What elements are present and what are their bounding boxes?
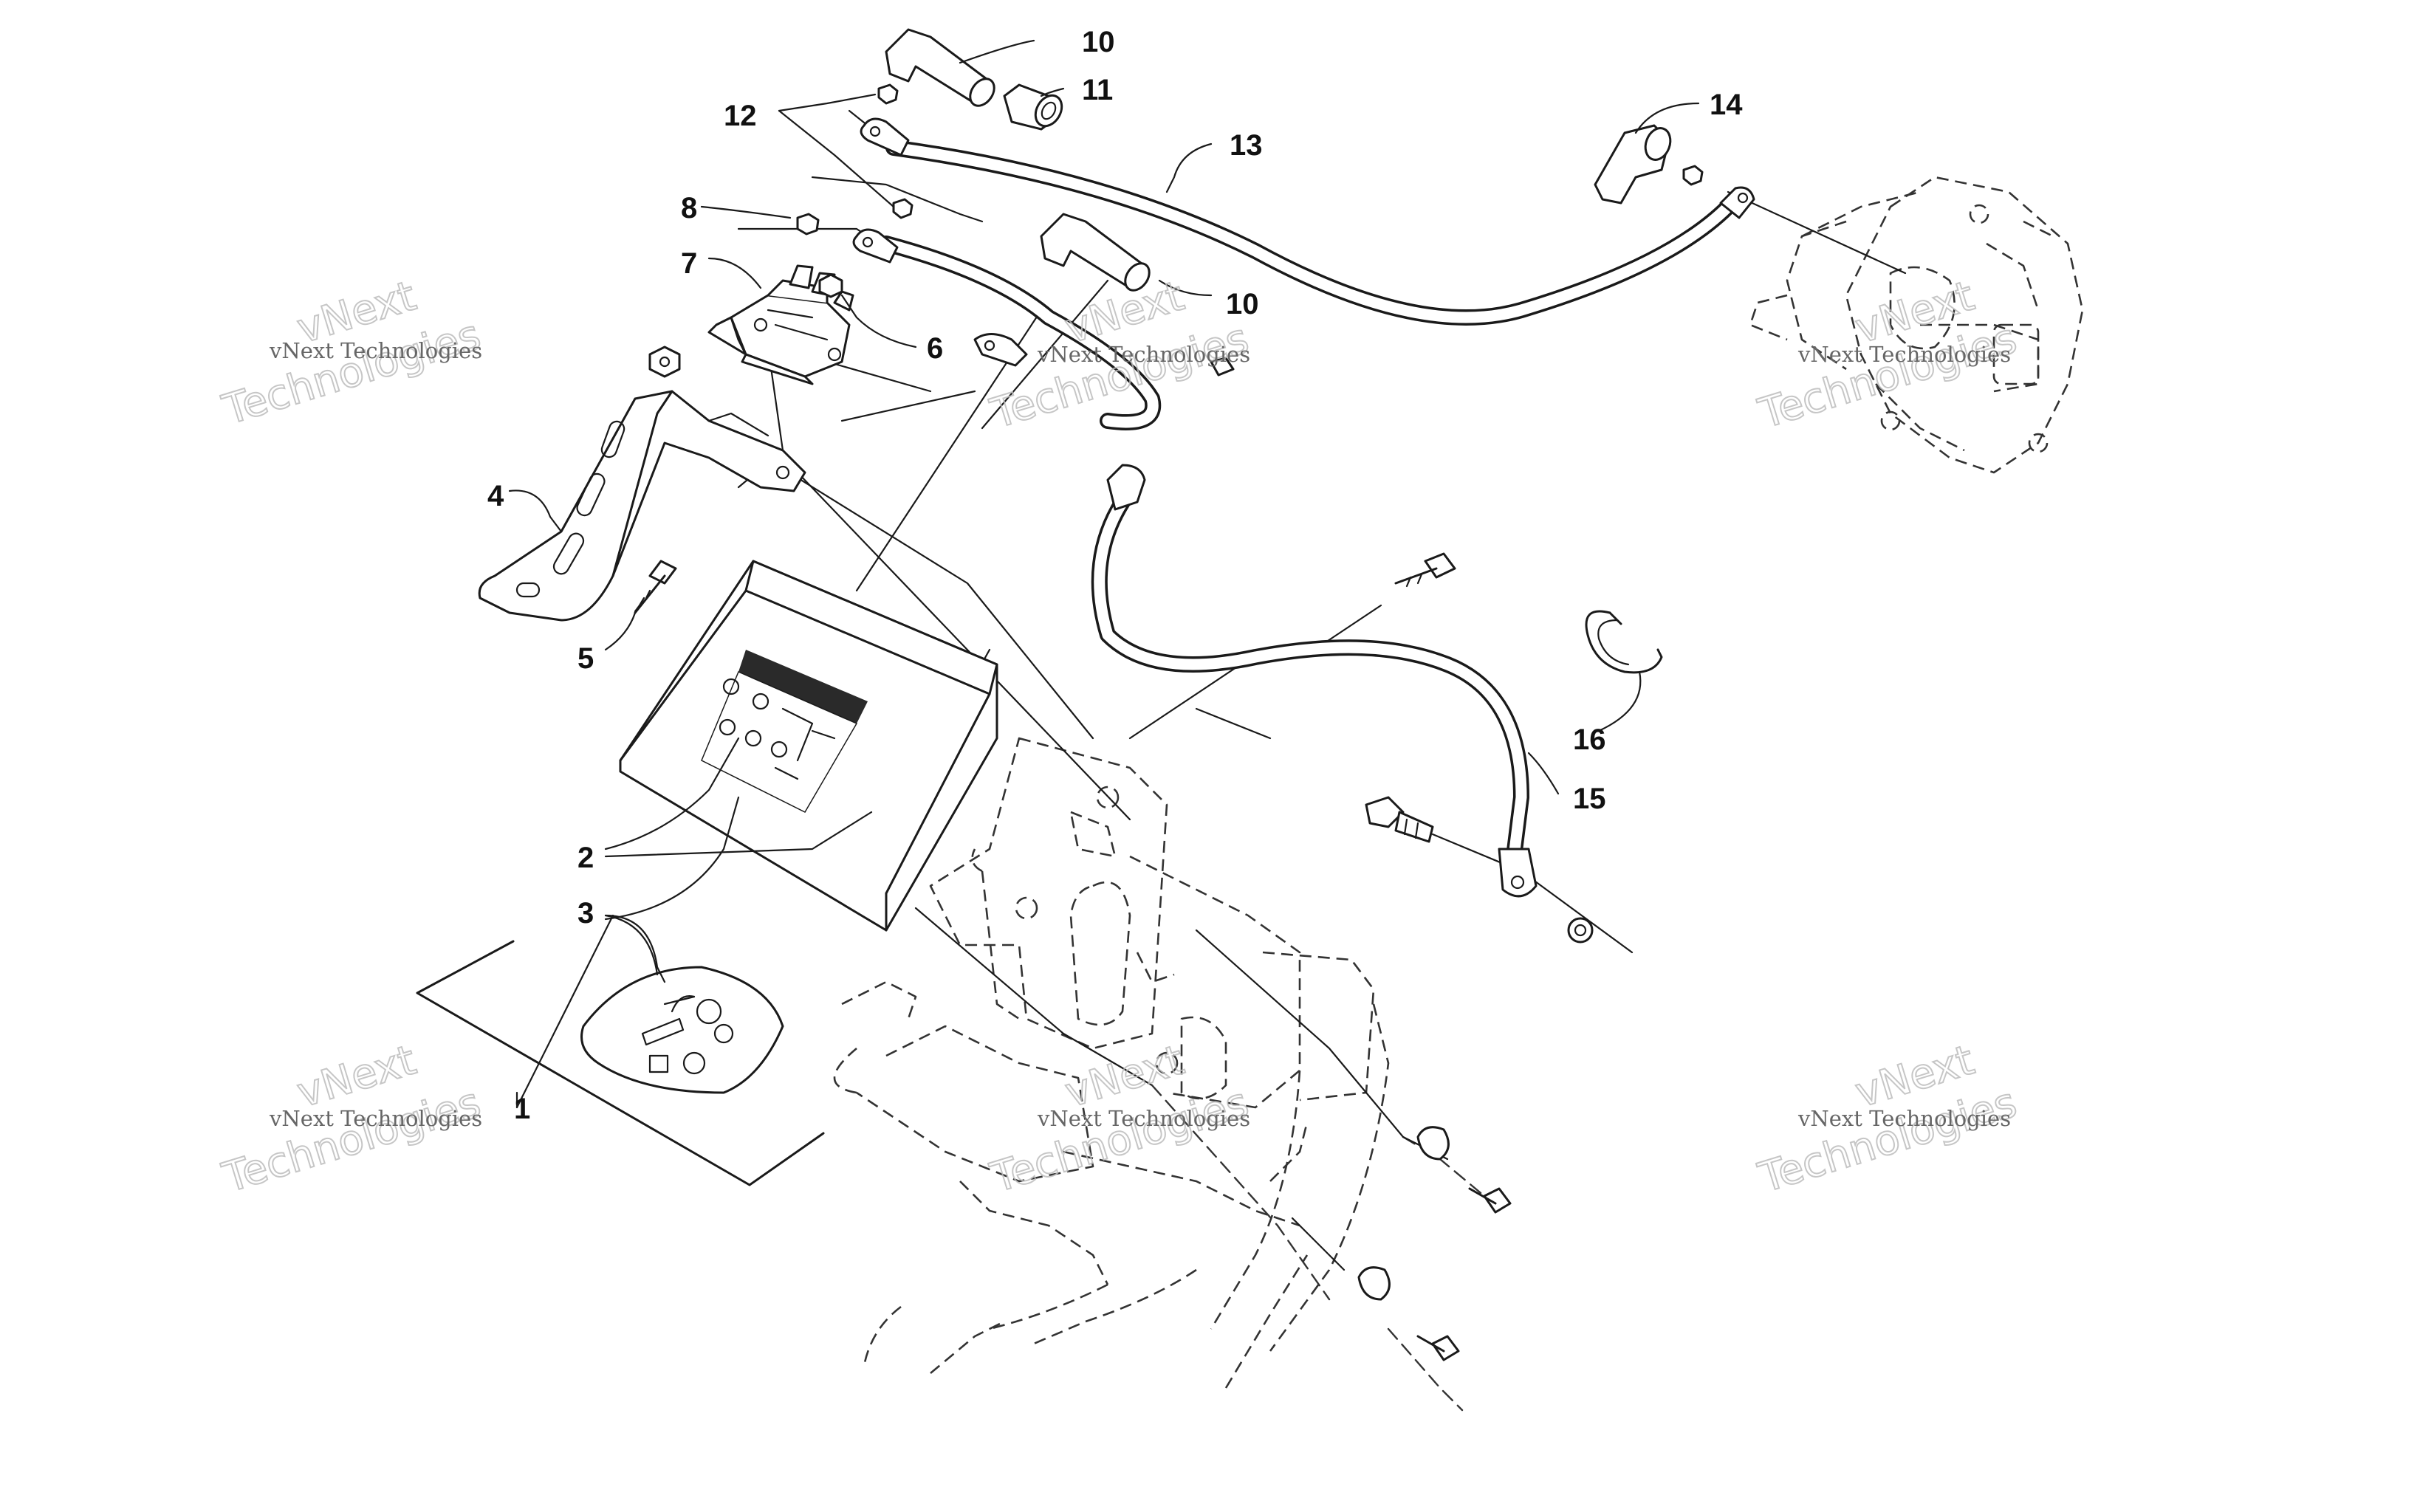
callout-3: 3 [577, 897, 594, 929]
callout-10-lower: 10 [1226, 288, 1259, 320]
battery [619, 560, 998, 932]
star-washer [1567, 917, 1594, 944]
callout-4: 4 [487, 480, 504, 512]
terminal-boot-14 [1594, 124, 1672, 205]
callout-13: 13 [1230, 129, 1263, 162]
terminal-boot-11 [1003, 83, 1063, 131]
callout-15: 15 [1573, 783, 1606, 815]
watermark-small-5: vNext Technologies [1037, 1106, 1250, 1131]
watermark-small-1: vNext Technologies [269, 338, 482, 363]
cable-lug [973, 333, 1028, 367]
hardware-kit-bag [580, 966, 784, 1094]
frame-bolt-a [1468, 1187, 1512, 1214]
callout-10-top: 10 [1082, 26, 1115, 58]
watermark-bottom-right: vNext Technologies vNext Technologies [1752, 1035, 2023, 1203]
starter-motor-reference [1749, 176, 2084, 474]
callout-16: 16 [1573, 724, 1606, 756]
terminal-boot-10-top [885, 28, 995, 107]
callout-11: 11 [1082, 74, 1113, 106]
callout-6: 6 [927, 332, 943, 365]
watermark-small-2: vNext Technologies [1037, 342, 1250, 367]
frame-washer-b [1357, 1266, 1391, 1301]
bracket-nut [648, 346, 681, 378]
hardware-kit-outline [416, 940, 825, 1186]
watermark-top-left: vNext Technologies vNext Technologies [216, 271, 487, 435]
callout-numbers: 1 2 3 4 5 6 7 8 10 10 11 12 13 14 15 16 [487, 26, 1743, 1125]
clip-16 [1585, 610, 1663, 674]
nut-6 [818, 273, 843, 298]
cable-15 [1091, 464, 1538, 898]
bolt-upper [1394, 552, 1456, 588]
terminal-boot-10-lower [1040, 213, 1151, 292]
watermark-bottom-center: vNext Technologies vNext Technologies [984, 1035, 1255, 1203]
watermark-small-6: vNext Technologies [1797, 1106, 2011, 1131]
battery-bracket [478, 390, 806, 622]
terminal-nut-12a [877, 83, 899, 105]
screw-5 [634, 560, 677, 614]
callout-8: 8 [681, 192, 697, 224]
callout-12: 12 [724, 100, 757, 132]
callout-leaders [508, 39, 1700, 1109]
watermark-bottom-left: vNext Technologies vNext Technologies [216, 1035, 487, 1203]
starter-solenoid [707, 264, 854, 385]
starter-nut-14 [1682, 165, 1704, 186]
cable-13 [860, 117, 1755, 326]
callout-5: 5 [577, 642, 594, 675]
frame-washer-a [1416, 1126, 1450, 1161]
vehicle-frame-reference [833, 737, 1390, 1389]
watermark-small-3: vNext Technologies [1797, 342, 2011, 367]
callout-1: 1 [514, 1093, 530, 1125]
frame-bolt-b [1416, 1335, 1460, 1361]
bolt-ground [1365, 796, 1434, 843]
callout-7: 7 [681, 247, 697, 280]
terminal-nut-12b [892, 198, 914, 219]
battery-warning-label [701, 650, 868, 813]
callout-14: 14 [1710, 89, 1743, 121]
cable-short [852, 228, 1162, 430]
battery-bolt-small [1210, 357, 1235, 377]
callout-2: 2 [577, 842, 594, 874]
watermark-small-4: vNext Technologies [269, 1106, 482, 1131]
terminal-nut-8 [796, 213, 820, 236]
